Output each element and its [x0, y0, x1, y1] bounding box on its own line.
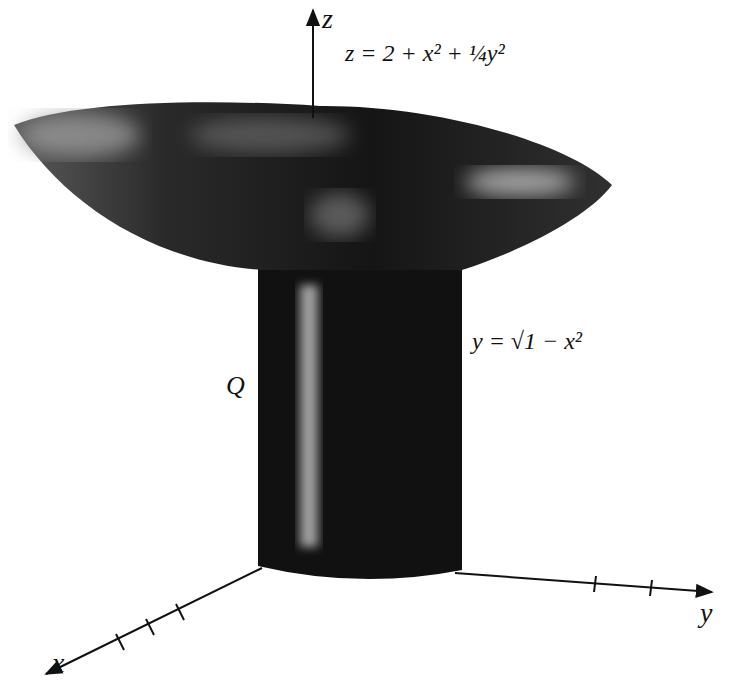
- surface-equation: z = 2 + x² + ¼y²: [345, 40, 505, 66]
- surface-highlight: [190, 117, 350, 153]
- axis-label: z: [322, 4, 333, 35]
- x-tick: [116, 634, 124, 650]
- x-tick: [146, 619, 154, 635]
- half-cylinder: [258, 262, 462, 579]
- y-tick: [650, 580, 652, 596]
- z-axis: [312, 10, 314, 118]
- axis-label: y: [700, 598, 712, 629]
- x-tick: [176, 604, 184, 620]
- surface-highlight: [20, 113, 140, 157]
- region-label: Q: [226, 372, 245, 401]
- cylinder-highlight: [298, 285, 320, 547]
- surface-highlight: [465, 168, 575, 196]
- x-axis: [46, 568, 262, 674]
- cylinder-equation: y = √1 − x²: [472, 328, 582, 354]
- axis-label: x: [52, 648, 64, 679]
- y-axis: [455, 573, 712, 592]
- y-tick: [594, 576, 596, 592]
- paraboloid-surface: [14, 102, 612, 270]
- surface-highlight: [310, 193, 370, 237]
